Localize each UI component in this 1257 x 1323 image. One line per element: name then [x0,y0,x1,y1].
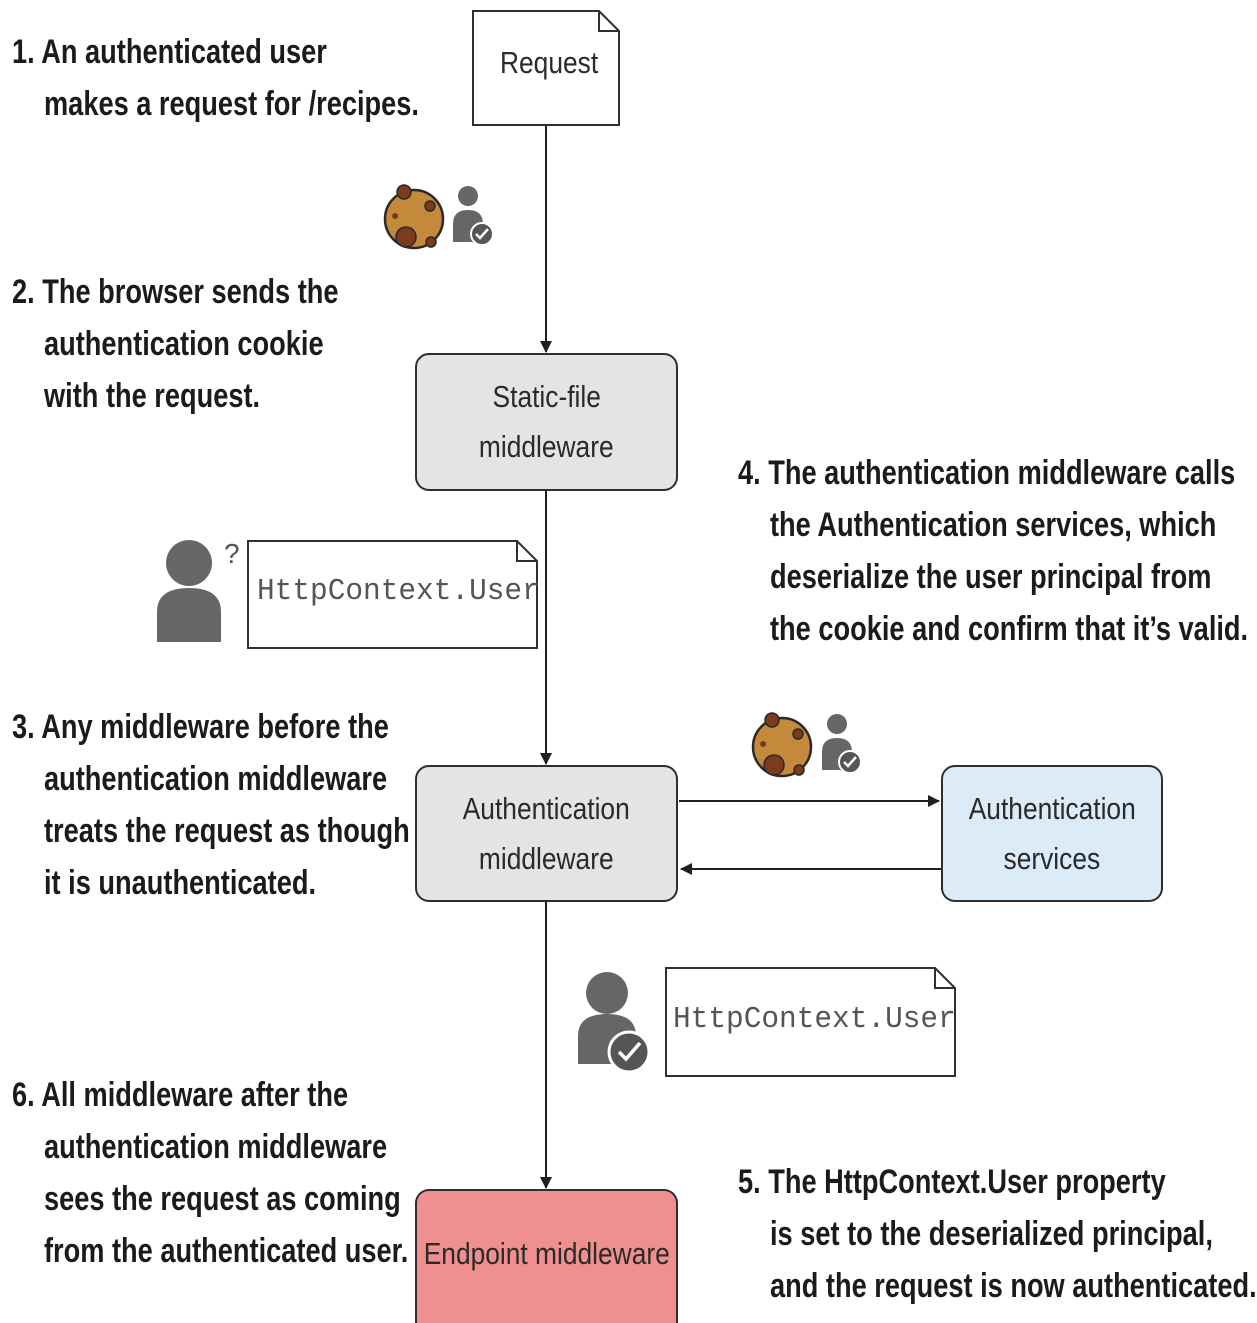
step-6-caption: 6. All middleware after the authenticati… [12,1069,408,1277]
endpoint-middleware-label: Endpoint middleware [423,1236,670,1271]
step-4-line-1: 4. The authentication middleware calls [738,454,1236,492]
step-5-line-1: 5. The HttpContext.User property [738,1163,1166,1201]
httpcontext-document-shape-1 [247,540,538,649]
static-file-middleware-line-2: middleware [479,429,614,464]
step-5-line-3: and the request is now authenticated. [770,1267,1257,1305]
authentication-services-line-2: services [1003,840,1101,876]
step-1-caption: 1. An authenticated user makes a request… [12,26,419,130]
step-3-line-3: treats the request as though [44,812,410,850]
step-2-line-3: with the request. [44,377,261,415]
authentication-services-line-1: Authentication [968,790,1136,826]
authentication-middleware-line-1: Authentication [462,790,630,826]
httpcontext-document-shape-2 [665,967,956,1077]
cookie-icon [751,712,813,778]
user-check-icon [578,972,651,1074]
step-6-line-2: authentication middleware [44,1128,388,1166]
step-3-caption: 3. Any middleware before the authenticat… [12,701,410,909]
step-6-line-4: from the authenticated user. [44,1232,409,1270]
user-check-icon [822,714,862,774]
step-5-caption: 5. The HttpContext.User property is set … [738,1156,1257,1312]
step-1-line-2: makes a request for /recipes. [44,85,419,123]
step-3-line-2: authentication middleware [44,760,388,798]
step-1-line-1: 1. An authenticated user [12,33,327,71]
step-3-line-1: 3. Any middleware before the [12,708,389,746]
step-4-line-3: deserialize the user principal from [770,558,1212,596]
step-2-caption: 2. The browser sends the authentication … [12,266,339,422]
user-icon [157,540,221,642]
step-2-line-1: 2. The browser sends the [12,273,339,311]
authentication-middleware-box: Authentication middleware [415,765,678,902]
cookie-icon [383,184,445,250]
static-file-middleware-line-1: Static-file [492,379,601,414]
step-5-line-2: is set to the deserialized principal, [770,1215,1213,1253]
request-document-fold [598,11,619,32]
step-4-line-2: the Authentication services, which [770,506,1217,544]
authentication-services-box: Authentication services [941,765,1163,902]
step-6-line-1: 6. All middleware after the [12,1076,349,1114]
endpoint-middleware-box: Endpoint middleware [415,1189,678,1323]
step-2-line-2: authentication cookie [44,325,324,363]
question-mark-icon: ? [224,538,240,569]
httpcontext-user-label-unauthenticated: HttpContext.User [257,574,540,609]
step-4-line-4: the cookie and confirm that it’s valid. [770,610,1249,648]
authentication-middleware-line-2: middleware [479,840,614,876]
step-4-caption: 4. The authentication middleware calls t… [738,447,1248,655]
request-document-shape [472,10,620,126]
httpcontext-user-label-authenticated: HttpContext.User [673,1002,956,1037]
httpcontext-document-fold-2 [934,968,955,989]
step-3-line-4: it is unauthenticated. [44,864,317,902]
step-6-line-3: sees the request as coming [44,1180,401,1218]
user-check-icon [453,186,494,246]
request-document-label: Request [500,45,599,80]
httpcontext-document-fold-1 [516,541,537,562]
static-file-middleware-box: Static-file middleware [415,353,678,491]
